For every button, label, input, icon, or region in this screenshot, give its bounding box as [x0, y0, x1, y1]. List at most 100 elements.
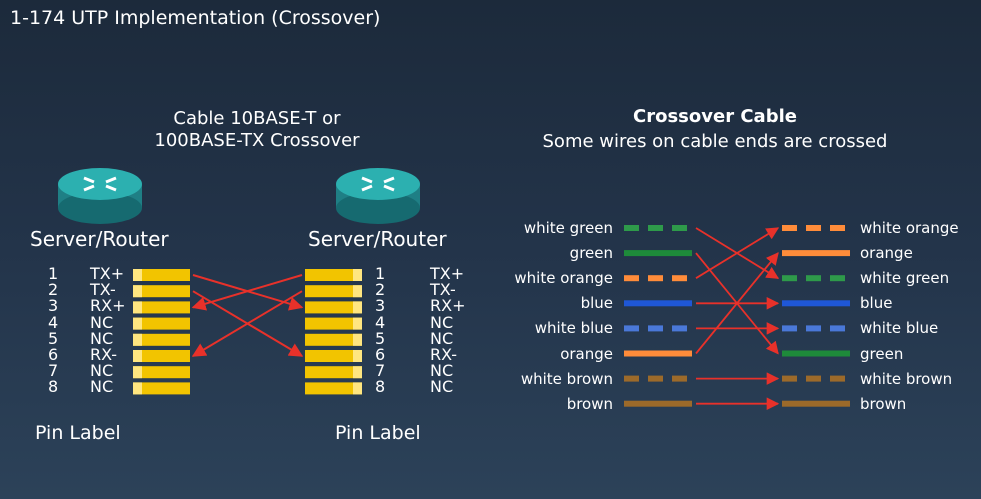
right-pin-6	[305, 350, 362, 362]
right-pin-tip-7	[353, 366, 362, 379]
right-wire-3	[782, 275, 845, 282]
left-pin-tip-5	[133, 333, 142, 346]
crossover-arrow-6-2	[191, 290, 303, 357]
right-pin-number: 4	[375, 312, 386, 332]
right-pin-8	[305, 382, 362, 395]
device-label-left: Server/Router	[30, 227, 169, 251]
left-wire-3	[624, 275, 687, 282]
left-pin-tip-1	[133, 269, 142, 281]
cable-caption-line2: 100BASE-TX Crossover	[154, 130, 360, 151]
left-pin-number: 8	[48, 377, 59, 397]
right-pin-tip-4	[353, 317, 362, 330]
right-pin-tip-5	[353, 333, 362, 346]
right-pin-7	[305, 366, 362, 379]
right-wire-1	[782, 225, 845, 231]
slide-title: 1-174 UTP Implementation (Crossover)	[10, 7, 381, 29]
right-wire-label: white brown	[860, 369, 953, 388]
right-pin-number: 5	[375, 328, 386, 348]
left-pin-2	[133, 285, 190, 298]
router-icon-left	[58, 168, 142, 224]
left-pin-signal: NC	[90, 361, 114, 381]
right-pin-number: 8	[375, 377, 386, 397]
router-icon-right	[336, 168, 420, 224]
pin-label-right: Pin Label	[335, 422, 421, 444]
left-wire-6	[624, 350, 692, 357]
right-pin-number: 2	[375, 280, 386, 300]
left-pin-number: 2	[48, 280, 59, 300]
left-pin-7	[133, 366, 190, 379]
left-pin-tip-7	[133, 366, 142, 379]
right-pin-2	[305, 285, 362, 298]
right-wire-label: white green	[860, 269, 950, 288]
right-pin-signal: RX-	[430, 345, 458, 364]
left-pin-tip-2	[133, 285, 142, 298]
left-pin-8	[133, 382, 190, 395]
left-pin-6	[133, 350, 190, 362]
left-pin-number: 7	[48, 361, 59, 381]
left-wire-8	[624, 400, 692, 407]
right-wire-8	[782, 400, 850, 407]
right-pin-signal: NC	[430, 312, 454, 332]
right-wire-7	[782, 375, 845, 382]
right-pin-signal: NC	[430, 361, 454, 381]
right-wire-label: brown	[860, 394, 907, 413]
right-pin-number: 7	[375, 361, 386, 381]
left-wire-label: white green	[523, 219, 613, 237]
left-wire-label: white orange	[514, 269, 613, 288]
left-wire-label: blue	[580, 294, 613, 313]
left-pin-signal: TX+	[90, 264, 125, 283]
left-pin-signal: NC	[90, 328, 114, 348]
right-pin-tip-2	[353, 285, 362, 298]
right-wire-label: white blue	[860, 319, 939, 338]
pin-label-left: Pin Label	[35, 422, 121, 444]
right-pin-signal: NC	[430, 328, 454, 348]
left-wire-label: green	[569, 244, 613, 263]
right-pin-tip-1	[353, 269, 362, 281]
right-pin-tip-6	[353, 350, 362, 362]
right-pin-number: 1	[375, 264, 386, 283]
right-pin-5	[305, 333, 362, 346]
right-wire-label: green	[860, 344, 904, 363]
wire-arrow-6-2	[695, 252, 779, 355]
crossover-title: Crossover Cable	[633, 106, 797, 127]
right-wire-5	[782, 325, 845, 332]
left-pin-3	[133, 301, 190, 314]
right-wire-4	[782, 300, 850, 307]
right-wire-label: orange	[860, 244, 913, 263]
right-wire-label: white orange	[860, 219, 959, 237]
right-pin-3	[305, 301, 362, 314]
cable-caption: Cable 10BASE-T or 100BASE-TX Crossover	[112, 108, 402, 152]
right-pin-signal: TX+	[430, 264, 465, 283]
right-pin-tip-3	[353, 301, 362, 314]
left-pin-1	[133, 269, 190, 281]
wire-arrow-3-1	[695, 227, 780, 279]
right-wire-2	[782, 250, 850, 257]
device-label-right: Server/Router	[308, 227, 447, 251]
left-wire-7	[624, 375, 687, 382]
crossover-header: Crossover Cable Some wires on cable ends…	[500, 106, 930, 155]
right-wire-label: blue	[860, 294, 893, 313]
left-pin-signal: RX+	[90, 296, 126, 316]
left-wire-label: white blue	[534, 319, 613, 338]
left-wire-4	[624, 300, 692, 307]
crossover-subtitle: Some wires on cable ends are crossed	[542, 131, 888, 152]
left-pin-signal: NC	[90, 312, 114, 332]
left-wire-2	[624, 250, 692, 257]
right-pin-signal: NC	[430, 377, 454, 397]
left-wire-1	[624, 225, 687, 231]
right-pin-signal: RX+	[430, 296, 466, 316]
right-pin-number: 6	[375, 345, 386, 364]
left-wire-5	[624, 325, 687, 332]
left-wire-label: brown	[566, 394, 613, 413]
left-pin-number: 6	[48, 345, 59, 364]
right-pin-number: 3	[375, 296, 386, 316]
left-pin-tip-6	[133, 350, 142, 362]
left-wire-label: orange	[560, 344, 613, 363]
right-wire-6	[782, 350, 850, 357]
left-pin-number: 1	[48, 264, 59, 283]
left-pin-4	[133, 317, 190, 330]
left-pin-number: 5	[48, 328, 59, 348]
